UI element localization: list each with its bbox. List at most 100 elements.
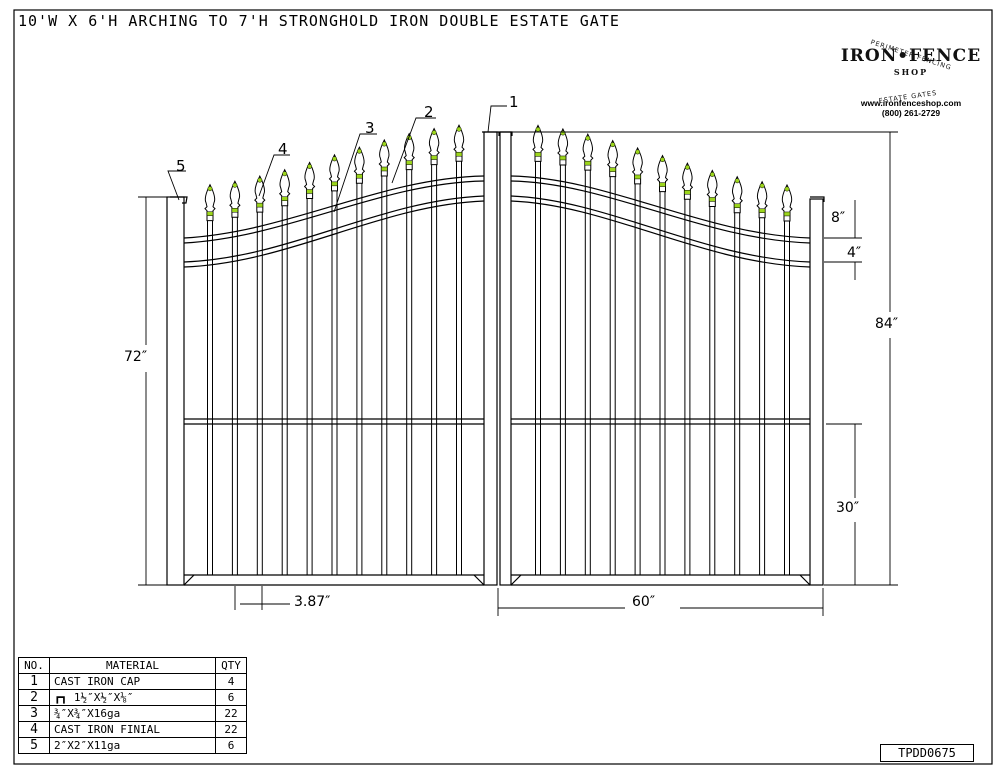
cap-right <box>810 196 825 202</box>
finials <box>204 124 793 222</box>
bom-no: 5 <box>18 737 50 754</box>
finial-tip <box>734 178 740 184</box>
logo-brand: IRON•FENCE <box>840 46 982 66</box>
callout-4: 4 <box>278 140 288 158</box>
bom-header-material: MATERIAL <box>49 657 216 674</box>
finial-tip <box>635 149 641 155</box>
sheet-border <box>13 9 993 765</box>
cap-left <box>170 196 188 204</box>
callout-3: 3 <box>365 119 375 137</box>
finial-tip <box>381 141 387 147</box>
callout-leaders <box>167 105 507 213</box>
bom-row: 3 ¾″X¾″X16ga 22 <box>18 705 247 722</box>
dim-post-height: 72″ <box>124 349 148 365</box>
finial-collar <box>733 203 741 209</box>
drawing-number: TPDD0675 <box>880 744 974 762</box>
finial-tip <box>307 164 313 169</box>
bom-no: 4 <box>18 721 50 738</box>
finial-tip <box>684 164 690 170</box>
pickets <box>207 161 790 575</box>
dim-overall-height: 84″ <box>875 316 899 332</box>
finial-tip <box>610 142 616 148</box>
bom-no: 1 <box>18 673 50 690</box>
finial-collar <box>455 151 463 157</box>
bom-row: 1 CAST IRON CAP 4 <box>18 673 247 690</box>
finial-collar <box>331 181 338 187</box>
finial-collar <box>659 182 666 187</box>
finial-collar <box>231 208 239 213</box>
finial-tip <box>585 135 591 141</box>
finial-tip <box>759 183 765 189</box>
finial-collar <box>758 208 766 213</box>
finial-collar <box>381 166 388 172</box>
bom-header-no: NO. <box>18 657 50 674</box>
finial-collar <box>534 152 542 157</box>
dim-mid-rail: 30″ <box>836 500 860 516</box>
bom-qty: 22 <box>215 721 247 738</box>
right-end-post <box>809 198 824 586</box>
finial-tip <box>282 171 288 177</box>
finial-collar <box>634 174 641 180</box>
finial-collar <box>405 160 413 165</box>
finial-tip <box>456 126 462 132</box>
finial-collar <box>281 196 288 201</box>
left-end-post <box>166 196 185 586</box>
arch-rails-right <box>510 175 811 268</box>
bom-row: 5 2″X2″X11ga 6 <box>18 737 247 754</box>
finial-collar <box>356 173 363 179</box>
bom-header: NO. MATERIAL QTY <box>18 657 247 674</box>
callout-2: 2 <box>424 103 434 121</box>
website-link[interactable]: www.ironfenceshop.com <box>860 98 962 108</box>
bom-row: 4 CAST IRON FINIAL 22 <box>18 721 247 738</box>
finial-tip <box>535 126 541 132</box>
bom-material: 2″X2″X11ga <box>49 737 216 754</box>
drawing-title: 10'W X 6'H ARCHING TO 7'H STRONGHOLD IRO… <box>18 12 620 30</box>
finial-collar <box>584 160 592 166</box>
finial-tip <box>560 130 566 136</box>
finial-collar <box>306 189 313 194</box>
dim-leaf-width: 60″ <box>632 594 656 610</box>
dim-arch-top: 8″ <box>831 210 846 226</box>
bom-row: 2 ┏┓ 1½″X½″X⅛″ 6 <box>18 689 247 706</box>
finial-collar <box>684 190 691 195</box>
left-center-post <box>483 131 498 586</box>
finial-collar <box>559 155 567 161</box>
bom-qty: 4 <box>215 673 247 690</box>
finial-tip <box>207 186 213 192</box>
finial-collar <box>709 197 716 202</box>
bom-material: ¾″X¾″X16ga <box>49 705 216 722</box>
finial-collar <box>256 202 264 208</box>
bom-qty: 22 <box>215 705 247 722</box>
cap-center-left <box>482 131 500 136</box>
finial-tip <box>356 148 362 154</box>
phone-number: (800) 261-2729 <box>881 108 941 118</box>
finial-tip <box>257 177 263 183</box>
bom-no: 2 <box>18 689 50 706</box>
dim-picket-spacing: 3.87″ <box>294 594 331 610</box>
finial-tip <box>784 186 790 192</box>
bom-material: CAST IRON FINIAL <box>49 721 216 738</box>
finial-tip <box>232 182 238 188</box>
callout-5: 5 <box>176 157 186 175</box>
company-logo: PERIMETER FENCING IRON•FENCE SHOP ESTATE… <box>832 34 990 124</box>
posts <box>166 131 824 586</box>
dimension-lines <box>138 131 898 616</box>
finial-collar <box>609 167 616 172</box>
bom-qty: 6 <box>215 737 247 754</box>
logo-sub: SHOP <box>893 67 929 77</box>
bom-material: CAST IRON CAP <box>49 673 216 690</box>
bill-of-materials: NO. MATERIAL QTY 1 CAST IRON CAP 4 2 ┏┓ … <box>18 657 247 754</box>
callout-1: 1 <box>509 93 519 111</box>
finial-tip <box>431 130 437 136</box>
bom-material: ┏┓ 1½″X½″X⅛″ <box>49 689 216 706</box>
finial-tip <box>332 156 337 162</box>
right-center-post <box>499 131 512 586</box>
bom-header-qty: QTY <box>215 657 247 674</box>
cap-center-right <box>500 131 513 136</box>
finial-tip <box>660 157 665 163</box>
finial-collar <box>430 155 438 160</box>
dim-rail-gap: 4″ <box>847 245 862 261</box>
finial-collar <box>206 211 214 216</box>
finial-collar <box>783 211 791 217</box>
